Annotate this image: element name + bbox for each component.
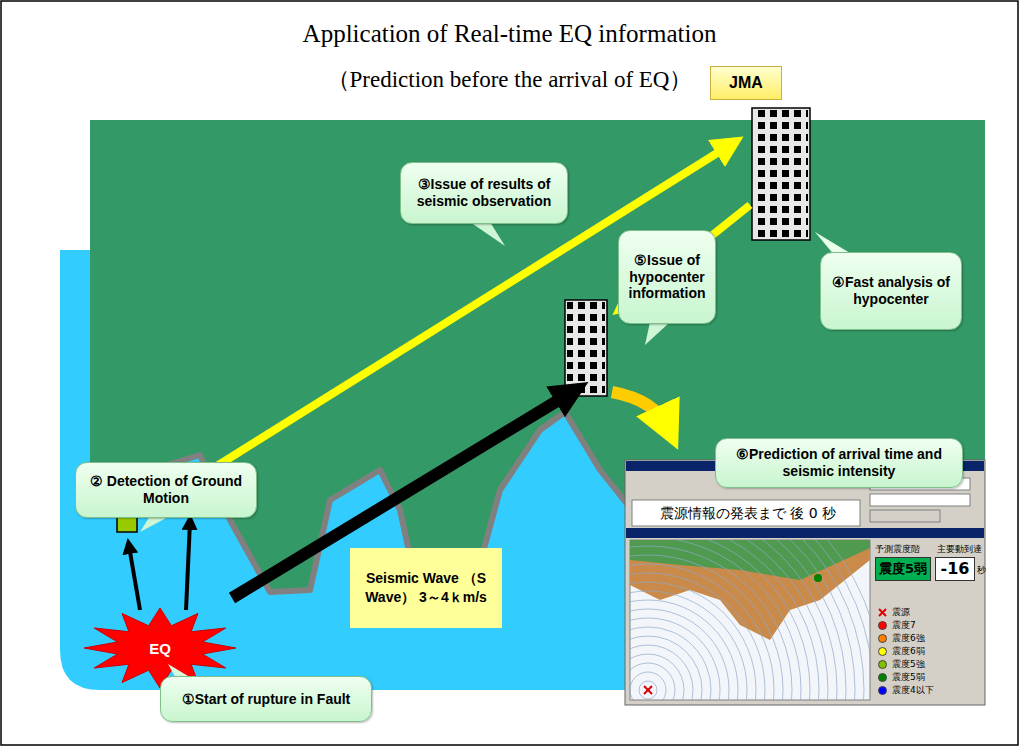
step-callout: ④Fast analysis of hypocenter <box>820 252 962 330</box>
node-text: ③Issue of results of seismic observation <box>409 176 559 210</box>
legend-text: 震度4以下 <box>892 684 934 697</box>
subtitle: （Prediction before the arrival of EQ） <box>0 64 1019 95</box>
legend-text: 震度6弱 <box>892 645 925 658</box>
legend-row: 震源 <box>878 606 934 619</box>
legend: 震源震度7震度6強震度6弱震度5強震度5弱震度4以下 <box>878 606 934 697</box>
legend-swatch <box>878 673 887 682</box>
node-text: ② Detection of Ground Motion <box>84 473 248 507</box>
node-text: ①Start of rupture in Fault <box>182 691 351 708</box>
legend-swatch <box>878 621 887 630</box>
agency-label: JMA <box>710 66 782 100</box>
legend-row: 震度5弱 <box>878 671 934 684</box>
legend-text: 震源 <box>892 606 910 619</box>
step-callout: ② Detection of Ground Motion <box>75 462 257 518</box>
legend-swatch <box>878 660 887 669</box>
node-text: ⑥Prediction of arrival time and seismic … <box>724 446 954 480</box>
node-text: ⑤Issue of hypocenter information <box>627 252 707 302</box>
step-callout: ③Issue of results of seismic observation <box>400 162 568 224</box>
panel-label: 予測震度階 <box>875 543 920 556</box>
legend-row: 震度5強 <box>878 658 934 671</box>
step-callout: ⑥Prediction of arrival time and seismic … <box>715 438 963 488</box>
legend-swatch <box>878 686 887 695</box>
time-value: -16 <box>935 557 975 581</box>
legend-text: 震度5強 <box>892 658 925 671</box>
panel-label: 主要動到達 <box>937 543 982 556</box>
legend-swatch <box>878 647 887 656</box>
screen-panel: 震源情報の発表まで 後 0 秒予測震度階主要動到達震度5弱-16秒 <box>625 460 985 705</box>
unit-label: 秒 <box>977 564 986 577</box>
step-callout: ⑤Issue of hypocenter information <box>618 230 716 324</box>
intensity-value: 震度5弱 <box>875 557 931 581</box>
step-callout: ①Start of rupture in Fault <box>160 676 372 722</box>
node-text: JMA <box>729 74 763 92</box>
node-text: Seismic Wave （S Wave） 3～4ｋm/s <box>358 569 494 607</box>
legend-row: 震度6弱 <box>878 645 934 658</box>
legend-text: 震度5弱 <box>892 671 925 684</box>
legend-row: 震度6強 <box>878 632 934 645</box>
legend-row: 震度7 <box>878 619 934 632</box>
node-text: ④Fast analysis of hypocenter <box>829 274 953 308</box>
wave-box: Seismic Wave （S Wave） 3～4ｋm/s <box>350 548 502 628</box>
legend-text: 震度7 <box>892 619 916 632</box>
legend-swatch <box>878 634 887 643</box>
epicenter-star: EQ <box>125 632 195 664</box>
countdown-text: 震源情報の発表まで 後 0 秒 <box>635 502 861 524</box>
hypocenter-symbol <box>878 608 887 617</box>
legend-row: 震度4以下 <box>878 684 934 697</box>
legend-text: 震度6強 <box>892 632 925 645</box>
title: Application of Real-time EQ information <box>0 20 1019 48</box>
node-text: EQ <box>149 640 171 657</box>
